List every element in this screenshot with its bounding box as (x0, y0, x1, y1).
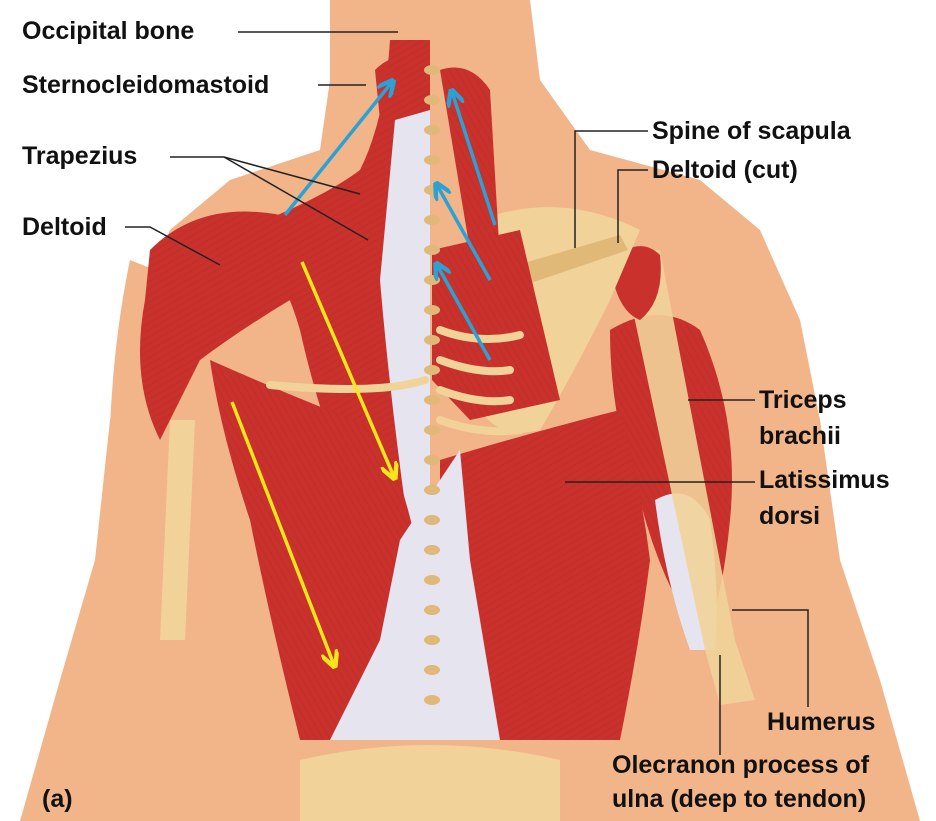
yellow-arrows (230, 261, 394, 665)
yellow-arrow (230, 401, 334, 665)
blue-arrow (437, 185, 492, 281)
blue-arrows (283, 82, 497, 361)
label-deltoid: Deltoid (22, 213, 107, 241)
vertebral-column (424, 65, 440, 705)
blue-arrow (437, 265, 492, 361)
pelvis (300, 745, 560, 821)
right-humerus-bone (620, 250, 755, 705)
label-occipital-bone: Occipital bone (22, 17, 195, 45)
leader-lines (125, 31, 809, 755)
label-latissimus-dorsi-line2: dorsi (759, 502, 821, 530)
label-latissimus-dorsi-line1: Latissimus (759, 466, 890, 494)
label-deltoid-cut: Deltoid (cut) (652, 156, 798, 184)
spine-of-scapula (500, 235, 628, 290)
label-sternocleidomastoid: Sternocleidomastoid (22, 71, 270, 99)
label-olecranon-line2: ulna (deep to tendon) (612, 785, 867, 813)
yellow-arrow (300, 261, 394, 477)
label-spine-of-scapula: Spine of scapula (652, 117, 851, 145)
trapezius-tendon (380, 110, 430, 560)
label-humerus: Humerus (767, 708, 876, 736)
blue-arrow (283, 82, 392, 217)
panel-label: (a) (42, 785, 73, 813)
label-triceps-brachii-line2: brachii (759, 422, 841, 450)
thoracolumbar-fascia (330, 450, 500, 740)
label-triceps-brachii-line1: Triceps (759, 386, 847, 414)
label-trapezius: Trapezius (22, 142, 138, 170)
blue-arrow (452, 92, 497, 226)
label-olecranon-line1: Olecranon process of (612, 751, 870, 779)
left-humerus-bone (160, 420, 195, 640)
